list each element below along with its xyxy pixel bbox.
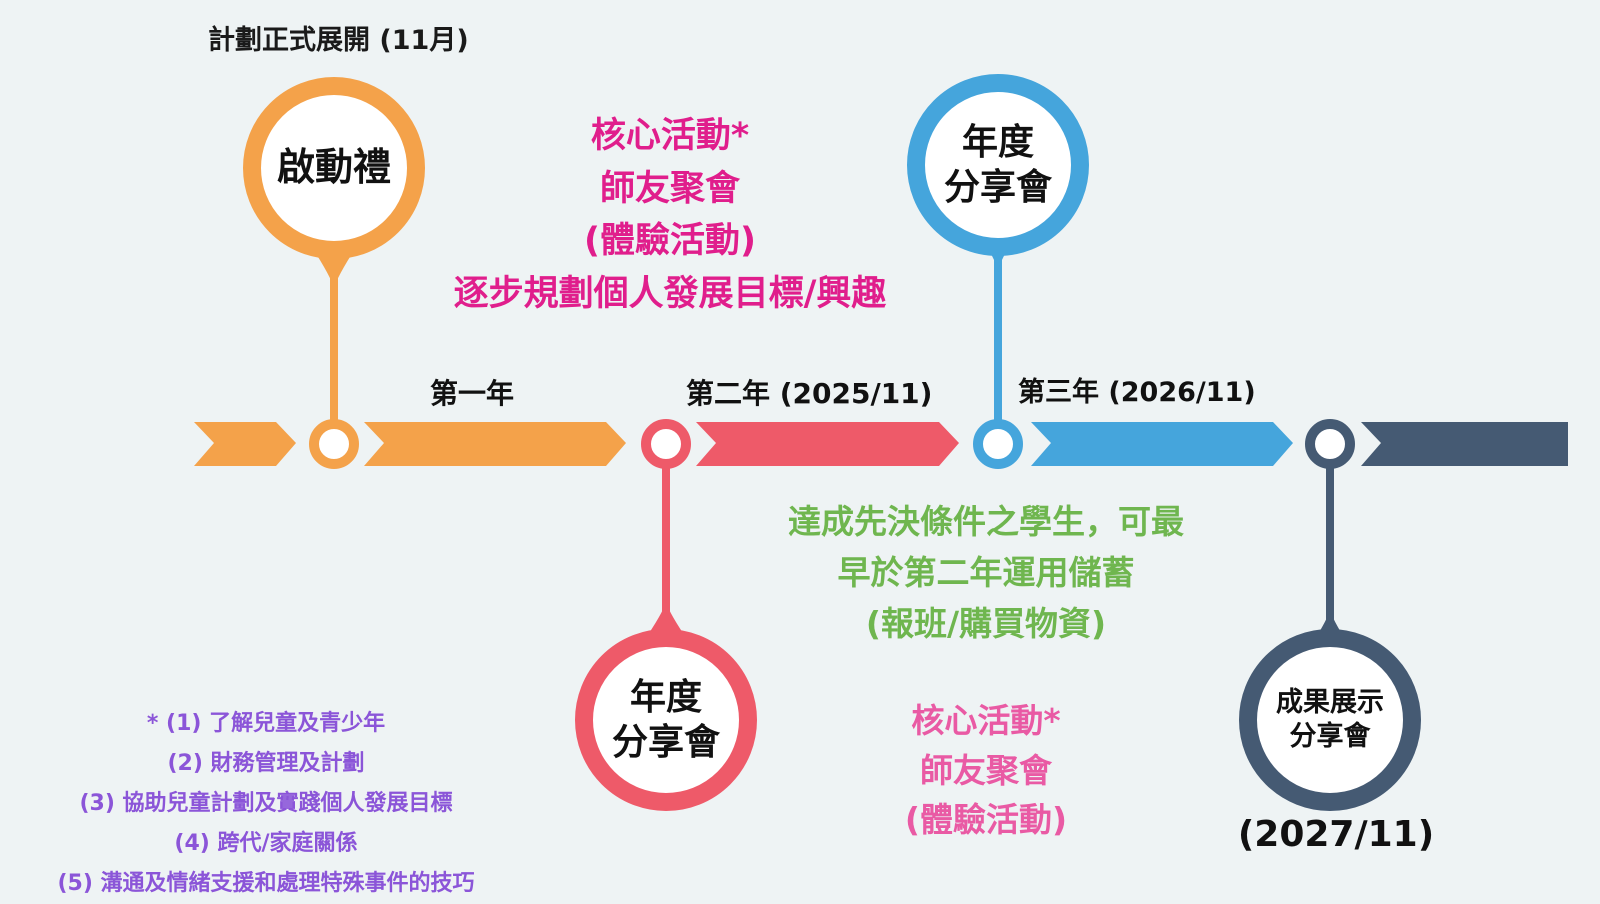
savings-note: 達成先決條件之學生，可最 早於第二年運用儲蓄 (報班/購買物資) (788, 496, 1184, 649)
footnote-4: (4) 跨代/家庭關係 (174, 831, 358, 856)
annual2-label-line2: 分享會 (943, 167, 1052, 208)
showcase-label-line1: 成果展示 (1276, 687, 1384, 719)
annual2-label-line1: 年度 (961, 122, 1034, 163)
annual2-pin (907, 74, 1089, 256)
annual1-label: 年度 分享會 (594, 648, 738, 792)
end-date: (2027/11) (1237, 814, 1435, 855)
arrow-segment-year1 (364, 422, 626, 466)
annual1-pin (575, 629, 757, 811)
annual1-label-line2: 分享會 (611, 722, 720, 763)
core-activities-top: 核心活動* 師友聚會 (體驗活動) 逐步規劃個人發展目標/興趣 (454, 110, 887, 320)
core-top-line1: 核心活動* (590, 116, 750, 156)
core-bottom-line3: (體驗活動) (904, 800, 1068, 839)
launch-caption: 計劃正式展開 (11月) (208, 25, 469, 56)
footnote-3: (3) 協助兒童計劃及實踐個人發展目標 (79, 791, 453, 816)
footnote-2: (2) 財務管理及計劃 (167, 751, 365, 776)
showcase-stem (1326, 450, 1334, 640)
showcase-pin (1239, 629, 1421, 811)
savings-line3: (報班/購買物資) (865, 604, 1107, 644)
footnote-1: * (1) 了解兒童及青少年 (146, 711, 386, 736)
core-top-line3: (體驗活動) (583, 221, 756, 261)
footnote-5: (5) 溝通及情緒支援和處理特殊事件的技巧 (57, 871, 475, 896)
arrow-segment-year2 (696, 422, 959, 466)
year2-label: 第二年 (2025/11) (686, 377, 933, 410)
footnotes: * (1) 了解兒童及青少年 (2) 財務管理及計劃 (3) 協助兒童計劃及實踐… (57, 704, 474, 904)
showcase-ring (1305, 419, 1355, 469)
annual1-stem (662, 448, 670, 638)
kickoff-label: 啟動禮 (262, 96, 406, 240)
kickoff-label-line1: 啟動禮 (276, 145, 391, 190)
annual2-label: 年度 分享會 (926, 93, 1070, 237)
showcase-label-line2: 分享會 (1289, 721, 1371, 752)
kickoff-ring (309, 419, 359, 469)
core-activities-bottom: 核心活動* 師友聚會 (體驗活動) (905, 696, 1067, 845)
savings-line2: 早於第二年運用儲蓄 (837, 553, 1135, 593)
core-bottom-line2: 師友聚會 (919, 750, 1052, 790)
arrow-segment-end (1361, 422, 1568, 466)
annual1-label-line1: 年度 (629, 677, 702, 718)
savings-line1: 達成先決條件之學生，可最 (788, 502, 1184, 541)
annual2-stem (994, 240, 1002, 430)
annual1-ring (641, 419, 691, 469)
arrow-segment-year3 (1031, 422, 1293, 466)
kickoff-pin (243, 77, 425, 259)
core-bottom-line1: 核心活動* (911, 701, 1061, 740)
year1-label: 第一年 (430, 377, 515, 410)
annual2-ring (973, 419, 1023, 469)
core-top-line4: 逐步規劃個人發展目標/興趣 (453, 273, 887, 314)
kickoff-stem (330, 260, 338, 430)
arrow-segment-start (194, 422, 296, 466)
year3-label: 第三年 (2026/11) (1018, 377, 1256, 408)
core-top-line2: 師友聚會 (599, 168, 741, 209)
showcase-label: 成果展示 分享會 (1258, 648, 1402, 792)
